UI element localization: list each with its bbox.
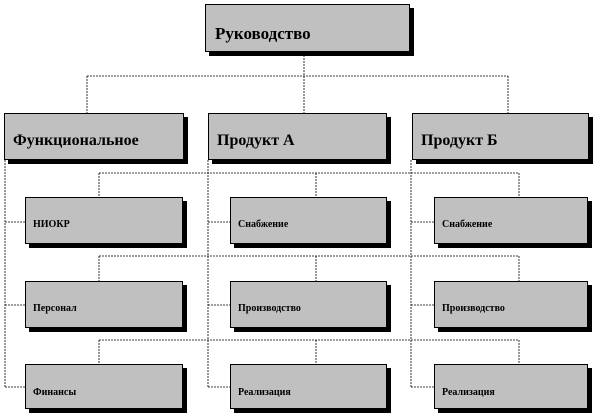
head-label: Продукт Б (421, 132, 498, 149)
root-label: Руководство (215, 24, 311, 43)
unit-label: Производство (238, 303, 301, 314)
unit-label: Финансы (33, 387, 77, 398)
unit-box: Производство (434, 281, 588, 328)
head-label: Функциональное (13, 132, 139, 149)
unit-label: Снабжение (442, 219, 493, 230)
head-box-product-a: Продукт А (208, 113, 387, 160)
unit-label: НИОКР (33, 219, 70, 230)
unit-box: Снабжение (230, 197, 387, 244)
unit-box: НИОКР (25, 197, 183, 244)
unit-box: Снабжение (434, 197, 588, 244)
unit-box: Производство (230, 281, 387, 328)
unit-label: Персонал (33, 303, 77, 314)
unit-box: Реализация (434, 364, 588, 409)
unit-label: Реализация (442, 387, 495, 398)
head-box-product-b: Продукт Б (412, 113, 589, 160)
unit-label: Производство (442, 303, 505, 314)
root-box: Руководство (205, 4, 410, 52)
head-label: Продукт А (217, 132, 295, 149)
unit-box: Финансы (25, 364, 183, 409)
head-box-functional: Функциональное (4, 113, 184, 160)
unit-label: Реализация (238, 387, 291, 398)
unit-box: Реализация (230, 364, 387, 409)
unit-label: Снабжение (238, 219, 289, 230)
unit-box: Персонал (25, 281, 183, 328)
